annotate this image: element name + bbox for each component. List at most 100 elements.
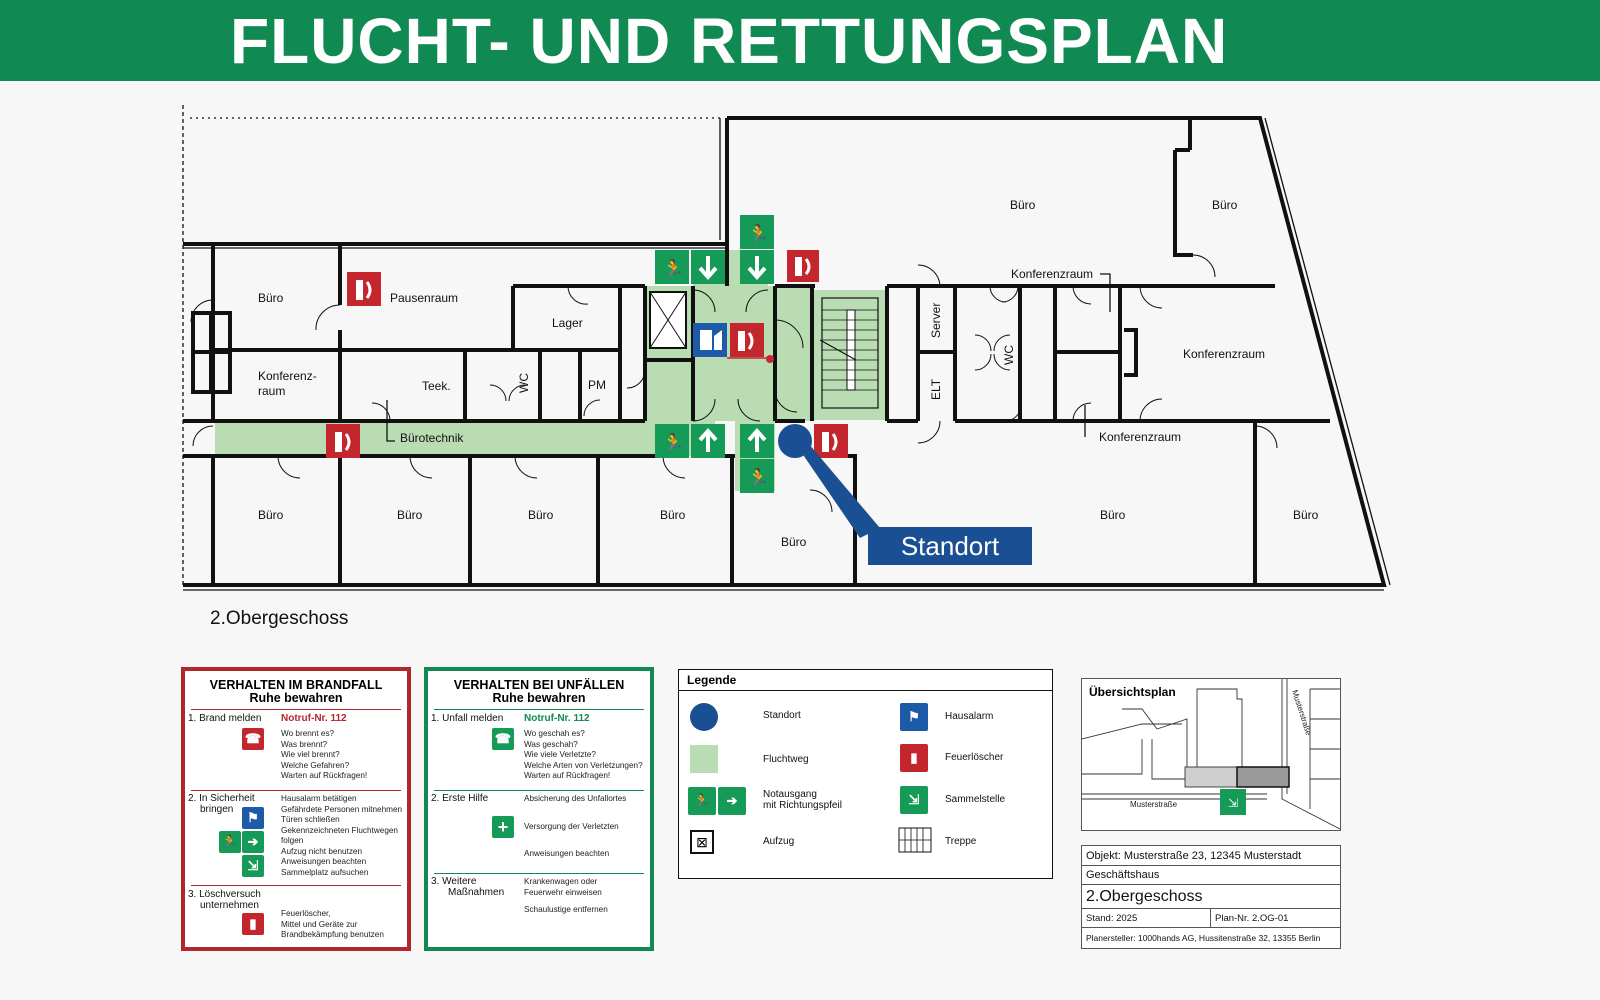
door-swings [190, 254, 1278, 513]
fire-extinguisher-icon [326, 424, 360, 458]
title-block: Objekt: Musterstraße 23, 12345 Mustersta… [1081, 845, 1341, 949]
fire-emergency-number: Notruf-Nr. 112 [281, 713, 347, 724]
divider [191, 709, 401, 710]
fire-extinguisher-icon [787, 250, 819, 282]
room-label: WC [517, 373, 531, 393]
room-label: Büro [1212, 198, 1238, 212]
fire-phone-icon: ☎ [242, 728, 264, 750]
room-label: Bürotechnik [400, 431, 464, 445]
room-label: Konferenz- [258, 369, 317, 383]
plan-meta-row: Stand: 2025 Plan-Nr. 2.OG-01 [1082, 909, 1340, 928]
legend-label: Feuerlöscher [945, 752, 1004, 763]
emergency-exit-icon: 🏃 [740, 459, 774, 493]
room-label: Konferenzraum [1183, 347, 1265, 361]
elevator-symbol [649, 291, 687, 349]
location-label: Standort [901, 531, 1000, 561]
emergency-exit-icon: 🏃 [688, 787, 716, 815]
overview-map-drawing: ⇲ Musterstraße Musterstraße [1082, 679, 1340, 830]
fire-alarm-icon: ⚑ [242, 807, 264, 829]
divider [434, 790, 644, 791]
fire-extinguisher-icon: ▮ [900, 744, 928, 772]
fire-extinguisher-icon: ▮ [242, 913, 264, 935]
room-label: Pausenraum [390, 291, 458, 305]
divider [434, 873, 644, 874]
building-type: Geschäftshaus [1082, 866, 1340, 885]
location-marker [778, 424, 1032, 565]
room-label: Büro [1100, 508, 1126, 522]
divider [191, 790, 401, 791]
room-label: raum [258, 384, 285, 398]
accident-step-2-line: Absicherung des Unfallortes [524, 794, 627, 803]
legend-label: Aufzug [763, 836, 795, 847]
fire-behavior-panel: VERHALTEN IM BRANDFALL Ruhe bewahren 1. … [181, 667, 411, 951]
room-label: Konferenzraum [1011, 267, 1093, 281]
first-aid-phone-icon: ☎ [492, 728, 514, 750]
accident-step-1-label: 1. Unfall melden [431, 713, 504, 724]
outer-walls [182, 105, 1391, 591]
stairs-icon [898, 827, 932, 853]
arrow-right-icon: ➔ [718, 787, 746, 815]
room-label: WC [1002, 345, 1016, 365]
fire-alarm-icon [693, 323, 727, 357]
interior-walls [183, 118, 1330, 585]
arrow-right-icon: ➔ [242, 831, 264, 853]
legend-title: Legende [687, 673, 737, 687]
fire-extinguisher-icon [730, 323, 764, 357]
fire-step-1-label: 1. Brand melden [188, 713, 262, 724]
divider [434, 709, 644, 710]
fire-extinguisher-icon [347, 272, 381, 306]
room-label: Büro [258, 291, 284, 305]
assembly-point-icon: ⇲ [242, 855, 264, 877]
room-label: Lager [552, 316, 583, 330]
emergency-exit-icon: 🏃 [655, 424, 689, 458]
accident-emergency-number: Notruf-Nr. 112 [524, 713, 590, 724]
room-label: PM [588, 378, 606, 392]
first-aid-icon: + [492, 816, 514, 838]
leader-lines [1084, 273, 1111, 437]
plan-author: Planersteller: 1000hands AG, Hussitenstr… [1086, 933, 1321, 943]
emergency-exit-icon: 🏃 [740, 215, 774, 249]
legend-label: Treppe [945, 836, 977, 847]
accident-step-1-lines: Wo geschah es?Was geschah?Wie viele Verl… [524, 729, 643, 780]
arrow-up-icon [691, 424, 725, 458]
escape-route-swatch [690, 745, 718, 773]
legend-panel: Legende Standort Fluchtweg 🏃 ➔ Notausgan… [678, 669, 1053, 879]
room-label: Büro [528, 508, 554, 522]
overview-title: Übersichtsplan [1089, 685, 1176, 699]
room-labels: Büro Pausenraum Lager Konferenz- raum Te… [258, 198, 1319, 549]
fire-panel-title: VERHALTEN IM BRANDFALL [209, 678, 383, 692]
room-label: Büro [1010, 198, 1036, 212]
fire-panel-subtitle: Ruhe bewahren [249, 691, 343, 705]
fire-step-1-lines: Wo brennt es?Was brennt?Wie viel brennt?… [281, 729, 368, 780]
floor-label: 2.Obergeschoss [210, 608, 349, 629]
stairs-symbol [819, 297, 879, 409]
plan-number: Plan-Nr. 2.OG-01 [1210, 909, 1288, 928]
room-label: Büro [660, 508, 686, 522]
accident-step-2-line: Versorgung der Verletzten [524, 822, 619, 831]
arrow-up-icon [740, 424, 774, 458]
floor-name: 2.Obergeschoss [1082, 885, 1340, 909]
legend-label: Hausalarm [945, 711, 994, 722]
room-label: Konferenzraum [1099, 430, 1181, 444]
overview-map: Übersichtsplan ⇲ Musterstraße Musterstra… [1081, 678, 1341, 831]
room-label: Teek. [422, 379, 451, 393]
plan-date: Stand: 2025 [1086, 913, 1138, 924]
elevator-icon: ⊠ [690, 830, 714, 854]
accident-behavior-panel: VERHALTEN BEI UNFÄLLEN Ruhe bewahren 1. … [424, 667, 654, 951]
location-icon [690, 703, 718, 731]
accident-panel-title: VERHALTEN BEI UNFÄLLEN [453, 678, 625, 692]
svg-text:🏃: 🏃 [747, 467, 769, 489]
legend-label: Fluchtweg [763, 754, 809, 765]
assembly-point-icon: ⇲ [900, 786, 928, 814]
floor-plan: Büro Pausenraum Lager Konferenz- raum Te… [182, 105, 1391, 591]
legend-label: Sammelstelle [945, 794, 1006, 805]
fire-alarm-icon: ⚑ [900, 703, 928, 731]
divider [191, 885, 401, 886]
